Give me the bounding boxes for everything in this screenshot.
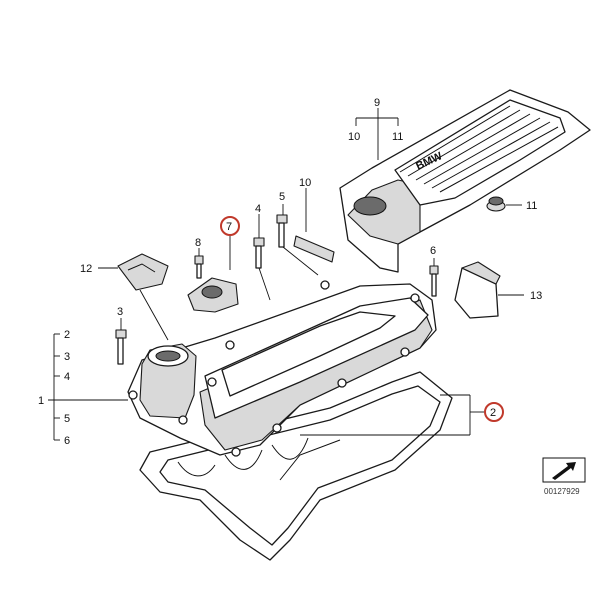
bolt-3 (115, 329, 127, 365)
callout-6-left: 6 (64, 435, 70, 447)
callout-9: 9 (374, 97, 380, 109)
oil-filler-cap (117, 253, 169, 291)
callout-11: 11 (526, 200, 537, 212)
callout-10: 10 (299, 177, 311, 189)
callout-6-right: 6 (430, 245, 436, 257)
engine-cover: BMW (339, 89, 591, 273)
callout-1: 1 (38, 395, 44, 407)
callout-3-top: 3 (117, 306, 123, 318)
reference-code: 00127929 (544, 487, 580, 496)
callout-13: 13 (530, 290, 542, 302)
callout-2-left: 2 (64, 329, 70, 341)
callout-5-left: 5 (64, 413, 70, 425)
callout-labels: 9 10 11 10 11 5 4 8 7 12 6 13 3 2 3 4 1 … (38, 97, 542, 447)
callout-4-left: 4 (64, 371, 70, 383)
valve-cover (127, 280, 437, 457)
bolt-4 (253, 237, 265, 269)
leader-lines (48, 108, 524, 441)
callout-4-top: 4 (255, 203, 261, 215)
stud-6 (429, 265, 439, 297)
callout-8: 8 (195, 237, 201, 249)
callout-2: 2 (490, 407, 496, 419)
callout-3-left: 3 (64, 351, 70, 363)
flange (187, 277, 239, 313)
callout-10-top: 10 (348, 131, 360, 143)
valve-cover-gasket (139, 371, 453, 561)
front-direction-icon (542, 457, 586, 483)
rubber-grommet (486, 196, 506, 212)
bolt-8 (194, 255, 204, 279)
bracket (454, 261, 501, 319)
callout-7: 7 (226, 221, 232, 233)
callout-7-ring (220, 216, 240, 236)
callout-5-top: 5 (279, 191, 285, 203)
bolt-5 (276, 214, 288, 248)
callout-2-ring (484, 402, 504, 422)
callout-12: 12 (80, 263, 92, 275)
callout-11-top: 11 (392, 131, 403, 143)
foam-strip (293, 235, 335, 263)
